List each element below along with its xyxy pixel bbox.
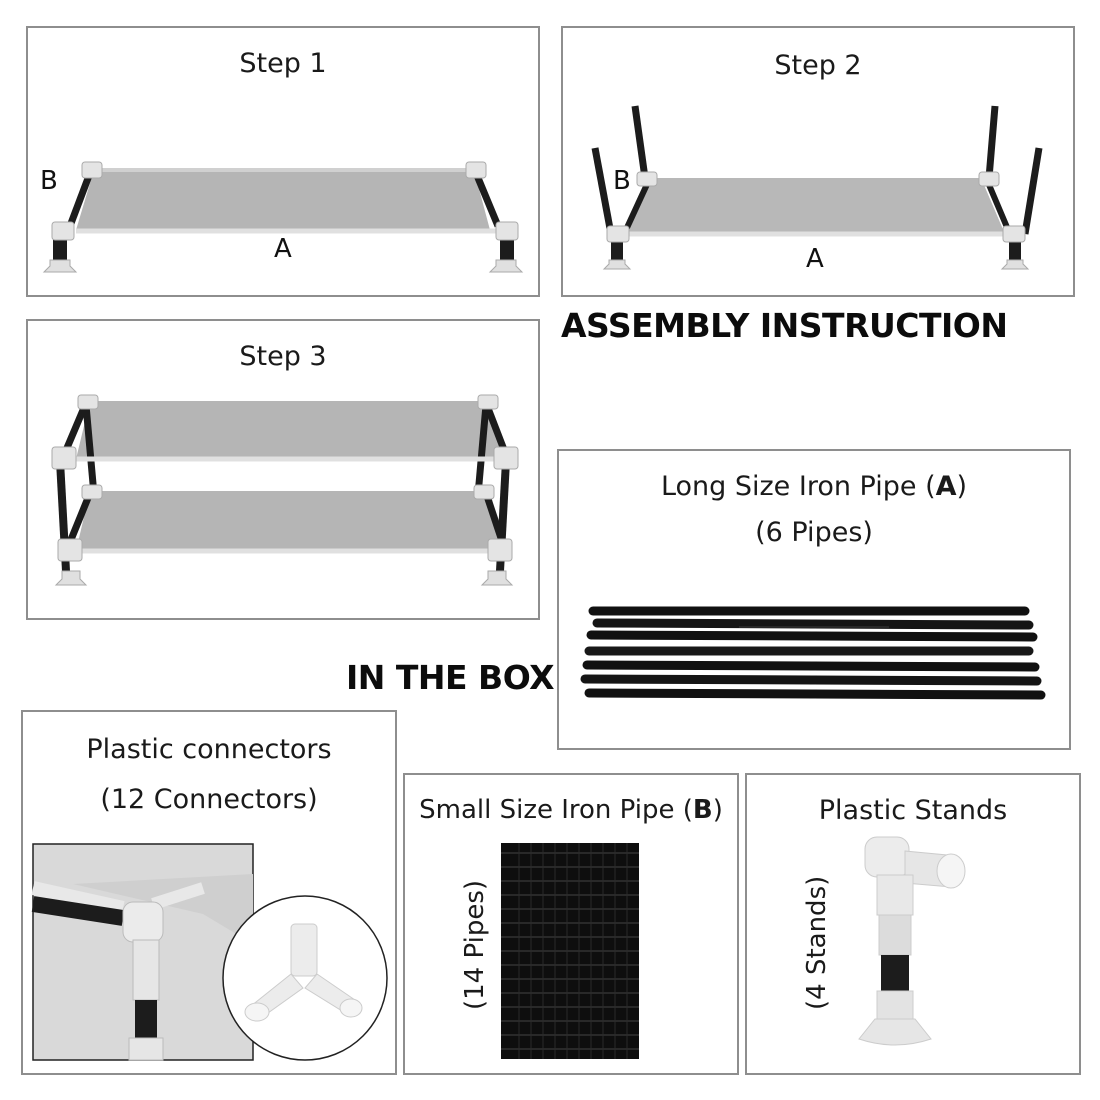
- small-pipe-title-text: Small Size Iron Pipe (: [419, 795, 693, 825]
- connector-closeup-image: [31, 843, 254, 1061]
- small-pipe-count: (14 Pipes): [460, 879, 490, 1010]
- step2-rack-illustration: [591, 105, 1043, 270]
- small-pipes-image: [501, 843, 639, 1059]
- step3-title: Step 3: [239, 341, 327, 372]
- small-pipe-title-close: ): [712, 795, 723, 825]
- step1-title: Step 1: [239, 48, 327, 79]
- connector-part-image: [222, 895, 388, 1061]
- small-pipe-title-letter: B: [692, 795, 713, 825]
- step2-label-a: A: [806, 244, 824, 274]
- assembly-instruction-heading: ASSEMBLY INSTRUCTION: [561, 306, 1008, 345]
- small-pipe-panel: Small Size Iron Pipe (B) (14 Pipes): [403, 773, 739, 1075]
- step3-panel: Step 3: [26, 319, 540, 620]
- plastic-stand-image: [858, 836, 966, 1046]
- long-pipe-panel: Long Size Iron Pipe (A) (6 Pipes): [557, 449, 1071, 750]
- step1-label-a: A: [274, 234, 292, 264]
- connectors-count: (12 Connectors): [100, 784, 318, 815]
- stands-panel: Plastic Stands (4 Stands): [745, 773, 1081, 1075]
- long-pipe-count: (6 Pipes): [755, 517, 873, 548]
- small-pipe-title: Small Size Iron Pipe (B): [405, 795, 737, 825]
- connectors-panel: Plastic connectors (12 Connectors): [21, 710, 397, 1075]
- in-the-box-heading: IN THE BOX: [346, 658, 555, 697]
- connectors-title: Plastic connectors: [86, 734, 332, 765]
- long-pipes-image: [580, 606, 1046, 700]
- step1-panel: Step 1 B A: [26, 26, 540, 297]
- stands-count: (4 Stands): [802, 875, 832, 1010]
- long-pipe-title-text: Long Size Iron Pipe (: [660, 471, 936, 502]
- step2-panel: Step 2 B A: [561, 26, 1075, 297]
- step1-rack-illustration: [42, 161, 524, 273]
- step3-rack-illustration: [51, 394, 519, 586]
- long-pipe-title-letter: A: [935, 471, 957, 502]
- long-pipe-title-close: ): [956, 471, 968, 502]
- stands-title: Plastic Stands: [818, 795, 1008, 826]
- long-pipe-title: Long Size Iron Pipe (A): [559, 471, 1069, 502]
- step2-label-b: B: [613, 166, 631, 196]
- step2-title: Step 2: [774, 50, 862, 81]
- step1-label-b: B: [40, 166, 58, 196]
